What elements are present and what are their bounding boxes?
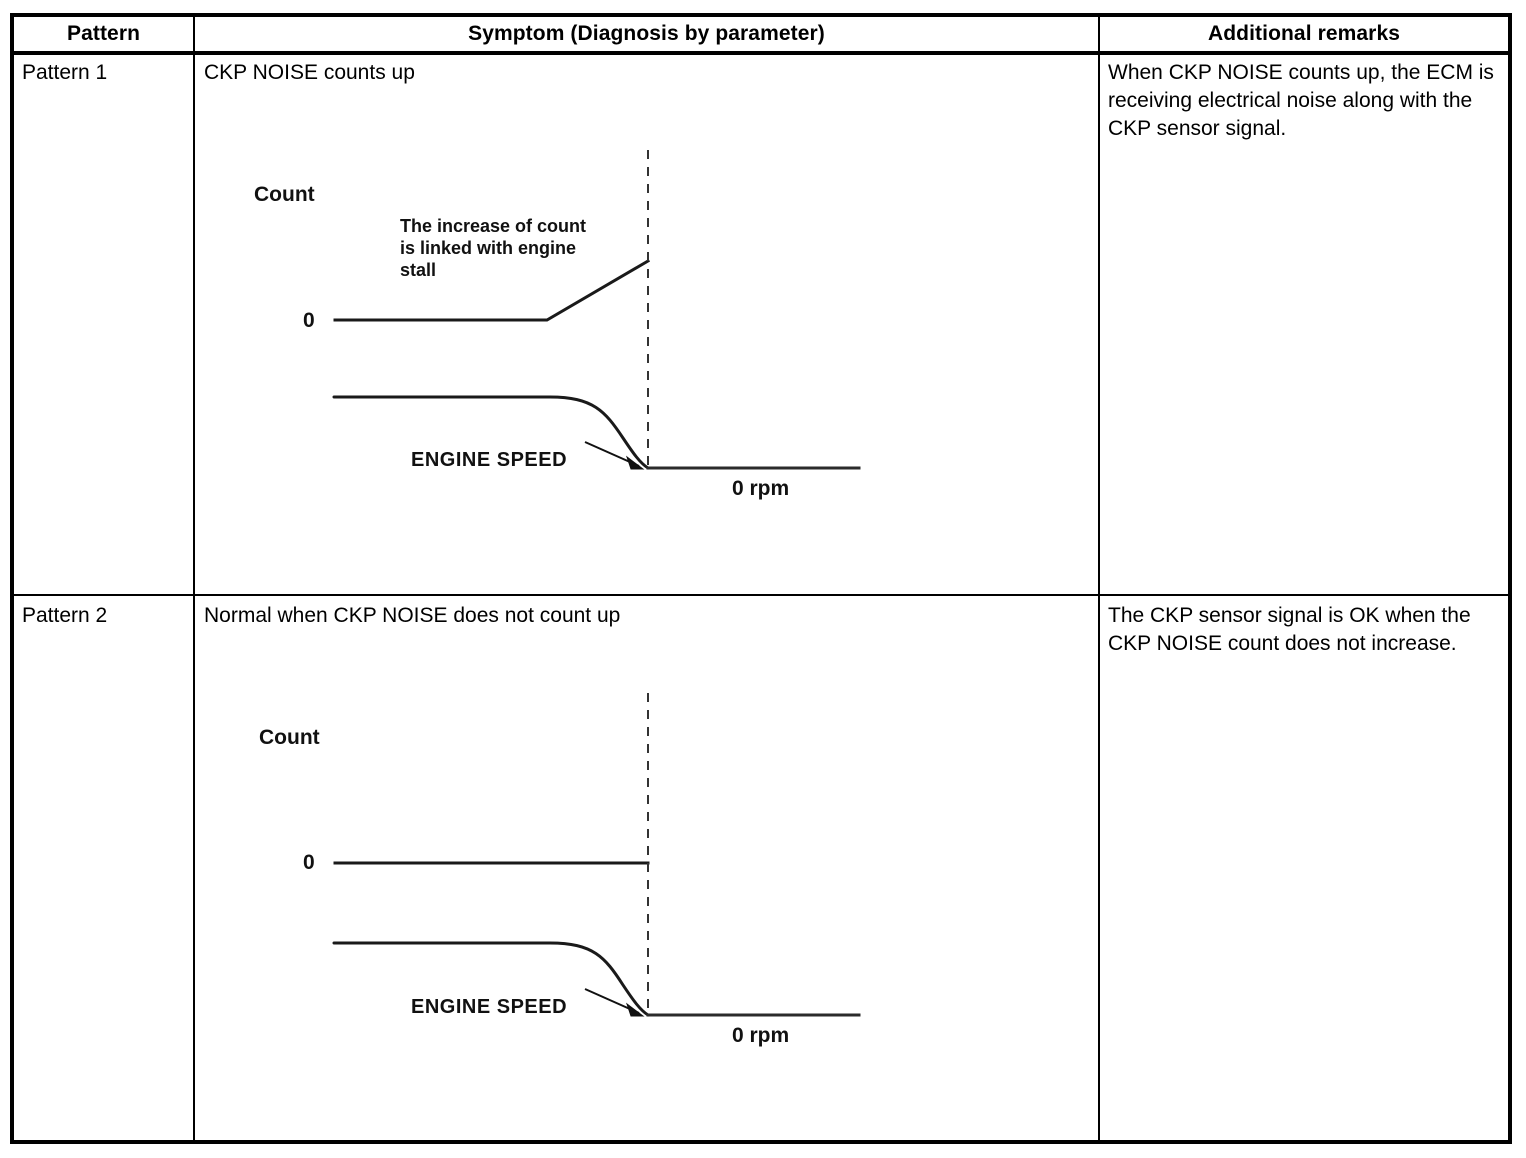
row-pattern-label: Pattern 2 bbox=[22, 604, 108, 627]
engine-speed-label: ENGINE SPEED bbox=[411, 996, 567, 1018]
row-divider bbox=[14, 594, 1508, 596]
increase-note-line-1: The increase of count bbox=[400, 216, 586, 236]
zero-rpm-label: 0 rpm bbox=[732, 1024, 789, 1047]
column-header-remarks: Additional remarks bbox=[1207, 22, 1401, 45]
ckp-noise-count-trace bbox=[333, 258, 651, 322]
header-rule bbox=[14, 51, 1508, 55]
count-axis-label: Count bbox=[259, 726, 320, 749]
count-axis-label: Count bbox=[254, 183, 315, 206]
engine-speed-label: ENGINE SPEED bbox=[411, 449, 567, 471]
row-remarks-text: The CKP sensor signal is OK when the CKP… bbox=[1108, 604, 1471, 655]
column-header-symptom: Symptom (Diagnosis by parameter) bbox=[468, 22, 825, 45]
count-zero-tick-label: 0 bbox=[303, 851, 315, 874]
row-pattern-label: Pattern 1 bbox=[22, 61, 108, 84]
engine-speed-trace bbox=[332, 395, 650, 470]
increase-note-line-2: is linked with engine bbox=[400, 238, 576, 258]
increase-note-line-3: stall bbox=[400, 260, 436, 280]
pattern-1-chart: Count The increase of count is linked wi… bbox=[195, 93, 1098, 563]
engine-speed-pointer-arrowhead bbox=[626, 455, 645, 470]
count-zero-tick-label: 0 bbox=[303, 309, 315, 332]
column-divider-pattern bbox=[193, 17, 195, 1140]
diagnosis-pattern-table: Pattern Symptom (Diagnosis by parameter)… bbox=[10, 13, 1512, 1144]
row-remarks-text: When CKP NOISE counts up, the ECM is rec… bbox=[1108, 61, 1494, 140]
row-symptom-label: CKP NOISE counts up bbox=[204, 61, 415, 84]
engine-speed-pointer-arrowhead bbox=[626, 1002, 645, 1017]
row-symptom-label: Normal when CKP NOISE does not count up bbox=[204, 604, 621, 627]
engine-speed-trace bbox=[332, 941, 650, 1017]
zero-rpm-label: 0 rpm bbox=[732, 477, 789, 500]
column-header-pattern: Pattern bbox=[66, 22, 141, 45]
column-divider-remarks bbox=[1098, 17, 1100, 1140]
pattern-2-chart: Count 0 ENGINE SPEED bbox=[195, 637, 1098, 1107]
